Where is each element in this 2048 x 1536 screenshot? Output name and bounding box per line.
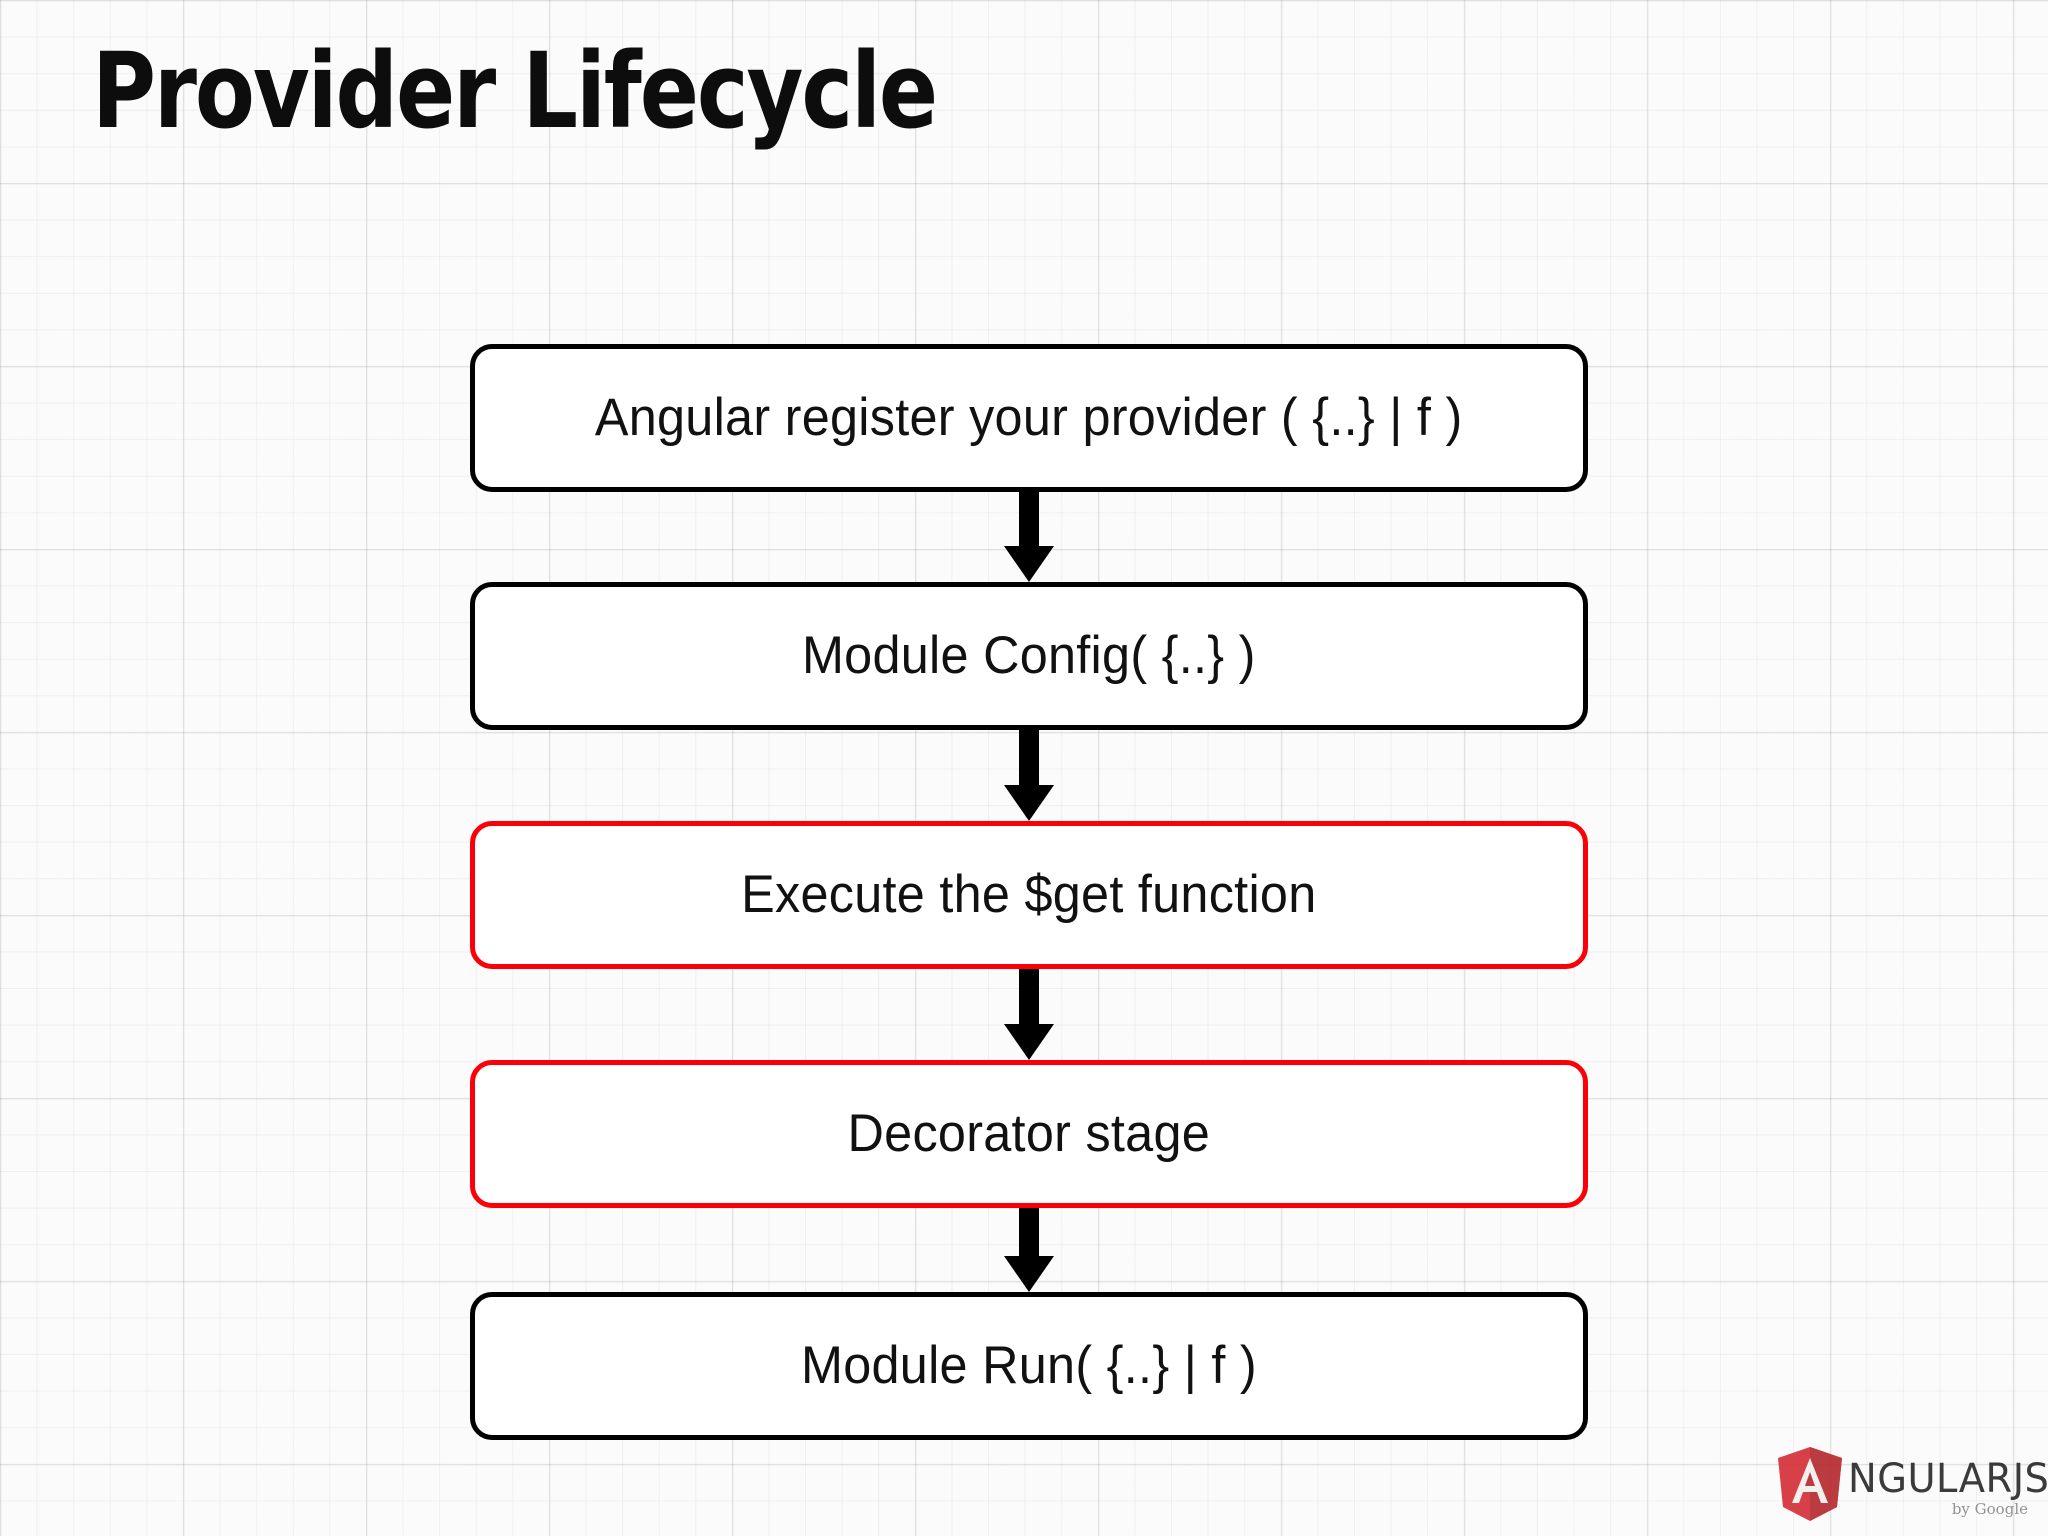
flow-node-execute-get-function[interactable]: Execute the $get function (470, 821, 1588, 969)
angularjs-wordmark: NGULARJS by Google (1848, 1445, 2048, 1523)
provider-lifecycle-flowchart: Angular register your provider ( {..} | … (470, 344, 1588, 1440)
angularjs-word: NGULARJS (1848, 1456, 2048, 1502)
arrow-shaft (1019, 1208, 1039, 1260)
arrow-shaft (1019, 969, 1039, 1027)
flow-arrow-down-icon (999, 492, 1059, 582)
arrow-head (1004, 785, 1054, 821)
flow-node-label: Module Config( {..} ) (802, 626, 1256, 685)
page-title: Provider Lifecycle (92, 30, 938, 152)
flow-node-module-config[interactable]: Module Config( {..} ) (470, 582, 1588, 730)
arrow-head (1004, 546, 1054, 582)
flow-node-decorator-stage[interactable]: Decorator stage (470, 1060, 1588, 1208)
flow-node-module-run[interactable]: Module Run( {..} | f ) (470, 1292, 1588, 1440)
flow-node-label: Module Run( {..} | f ) (801, 1336, 1257, 1395)
flow-node-label: Decorator stage (847, 1104, 1211, 1163)
angular-shield-icon (1774, 1445, 1846, 1523)
arrow-shaft (1019, 492, 1039, 550)
arrow-head (1004, 1256, 1054, 1292)
flow-node-label: Execute the $get function (741, 865, 1317, 924)
arrow-head (1004, 1024, 1054, 1060)
flow-arrow-down-icon (999, 1208, 1059, 1292)
flow-node-register-provider[interactable]: Angular register your provider ( {..} | … (470, 344, 1588, 492)
angularjs-logo: NGULARJS by Google (1774, 1438, 2048, 1530)
angularjs-byline: by Google (1951, 1500, 2028, 1518)
flow-node-label: Angular register your provider ( {..} | … (595, 388, 1463, 447)
flow-arrow-down-icon (999, 969, 1059, 1060)
flow-arrow-down-icon (999, 730, 1059, 821)
arrow-shaft (1019, 730, 1039, 788)
